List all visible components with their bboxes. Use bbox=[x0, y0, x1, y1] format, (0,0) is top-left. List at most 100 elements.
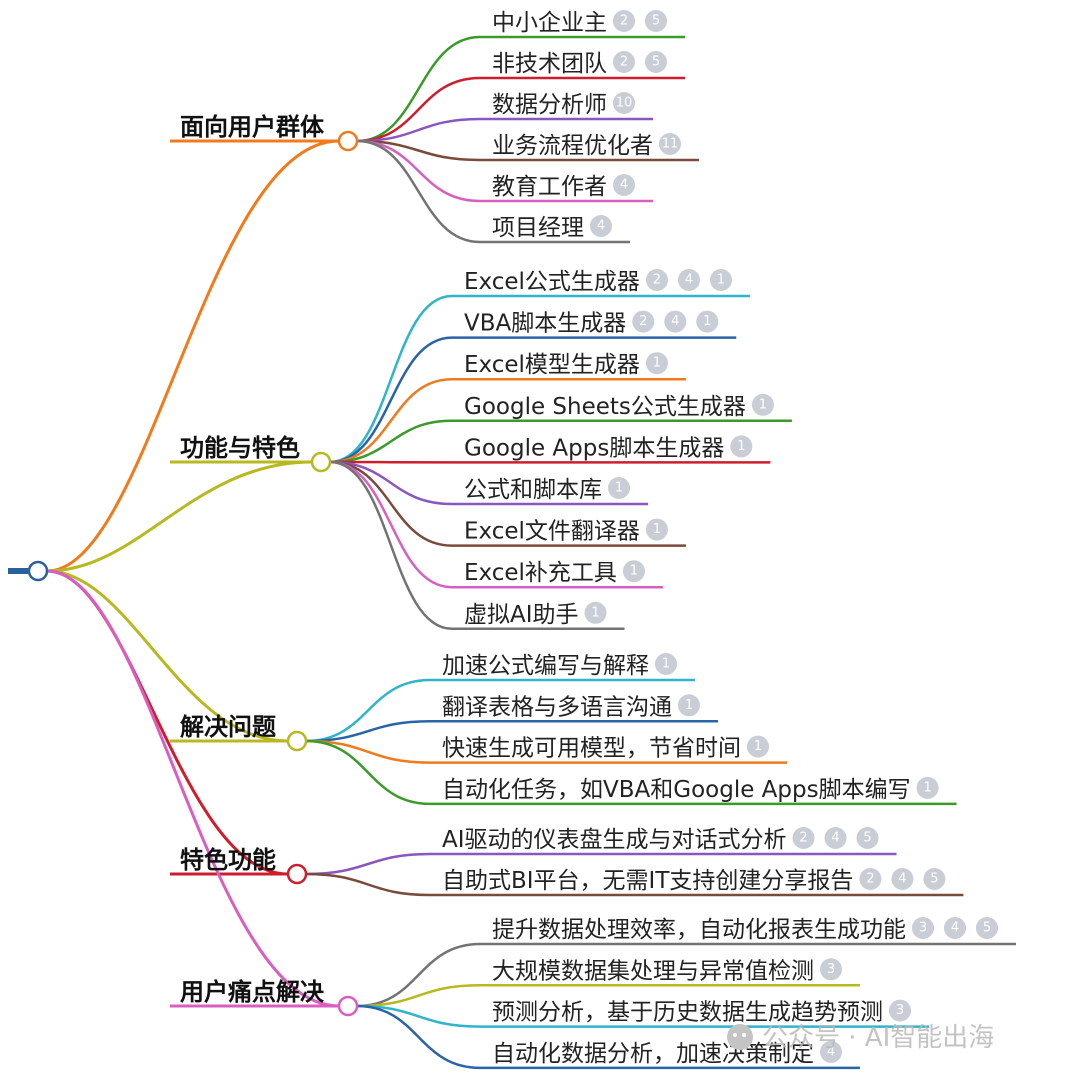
reference-badge[interactable] bbox=[584, 601, 607, 624]
reference-badge[interactable] bbox=[859, 868, 882, 890]
leaf-label[interactable]: 教育工作者 bbox=[492, 174, 607, 200]
leaf-connector bbox=[356, 942, 1016, 1008]
leaf-connector bbox=[356, 76, 685, 143]
reference-number: 1 bbox=[737, 439, 745, 454]
leaf-label[interactable]: 公式和脚本库 bbox=[464, 477, 602, 503]
branch-node-5[interactable] bbox=[337, 995, 359, 1017]
reference-badge[interactable] bbox=[696, 310, 719, 333]
leaf-connector bbox=[305, 852, 897, 876]
leaf-label[interactable]: 自助式BI平台，无需IT支持创建分享报告 bbox=[442, 868, 853, 894]
reference-badge[interactable] bbox=[751, 393, 774, 416]
reference-number: 2 bbox=[799, 831, 807, 846]
branch-label[interactable]: 特色功能 bbox=[180, 846, 276, 874]
reference-badge[interactable] bbox=[820, 958, 842, 981]
branch-node-3[interactable] bbox=[286, 730, 308, 752]
leaf-connector bbox=[329, 294, 750, 464]
branch-label[interactable]: 功能与特色 bbox=[180, 434, 300, 462]
reference-number: 4 bbox=[898, 872, 906, 887]
reference-badge[interactable] bbox=[613, 10, 635, 32]
leaf-label[interactable]: 虚拟AI助手 bbox=[464, 602, 579, 628]
reference-badge[interactable] bbox=[820, 1040, 842, 1063]
reference-badge[interactable] bbox=[613, 92, 635, 114]
leaf-label[interactable]: 中小企业主 bbox=[492, 10, 607, 36]
branch-node-2[interactable] bbox=[310, 451, 332, 473]
leaf-label[interactable]: 非技术团队 bbox=[492, 51, 607, 77]
reference-number: 1 bbox=[615, 481, 623, 496]
reference-number: 1 bbox=[685, 698, 693, 713]
reference-number: 4 bbox=[620, 178, 628, 193]
reference-badge[interactable] bbox=[613, 174, 635, 196]
branch-node-1[interactable] bbox=[337, 130, 359, 152]
reference-badge[interactable] bbox=[622, 560, 645, 583]
reference-badge[interactable] bbox=[916, 776, 939, 799]
leaf-label[interactable]: 加速公式编写与解释 bbox=[442, 653, 649, 679]
leaf-label[interactable]: Google Sheets公式生成器 bbox=[464, 394, 746, 420]
reference-badge[interactable] bbox=[856, 827, 879, 849]
reference-badge[interactable] bbox=[709, 269, 732, 291]
reference-badge[interactable] bbox=[655, 653, 677, 675]
reference-badge[interactable] bbox=[590, 215, 612, 237]
reference-badge[interactable] bbox=[976, 917, 998, 939]
reference-badge[interactable] bbox=[747, 735, 769, 758]
leaf-label[interactable]: 大规模数据集处理与异常值检测 bbox=[492, 958, 814, 984]
leaf-label[interactable]: AI驱动的仪表盘生成与对话式分析 bbox=[442, 827, 787, 853]
leaf-label[interactable]: 快速生成可用模型，节省时间 bbox=[442, 736, 741, 762]
trunk-line-2 bbox=[46, 460, 313, 573]
leaf-label[interactable]: 业务流程优化者 bbox=[492, 133, 653, 159]
leaf-connector bbox=[329, 460, 663, 589]
reference-badge[interactable] bbox=[645, 51, 667, 73]
reference-badge[interactable] bbox=[608, 477, 630, 499]
reference-badge[interactable] bbox=[912, 917, 934, 939]
leaf-connector bbox=[356, 1004, 860, 1070]
leaf-label[interactable]: Excel补充工具 bbox=[464, 560, 617, 586]
reference-badge[interactable] bbox=[824, 827, 847, 849]
branch-node-4[interactable] bbox=[286, 863, 308, 885]
reference-badge[interactable] bbox=[678, 694, 700, 717]
reference-badge[interactable] bbox=[730, 435, 753, 458]
branch-label[interactable]: 面向用户群体 bbox=[180, 113, 325, 141]
reference-badge[interactable] bbox=[664, 310, 687, 333]
leaf-connector bbox=[329, 460, 686, 547]
reference-badge[interactable] bbox=[944, 917, 966, 939]
leaf-label[interactable]: 预测分析，基于历史数据生成趋势预测 bbox=[492, 1000, 883, 1026]
reference-number: 2 bbox=[620, 55, 628, 70]
reference-badge[interactable] bbox=[792, 827, 815, 849]
leaf-label[interactable]: 项目经理 bbox=[492, 215, 584, 241]
leaf-label[interactable]: Excel文件翻译器 bbox=[464, 519, 640, 545]
leaf-label[interactable]: 数据分析师 bbox=[492, 92, 607, 118]
branch-label[interactable]: 解决问题 bbox=[180, 713, 276, 741]
leaf-label[interactable]: 自动化任务，如VBA和Google Apps脚本编写 bbox=[442, 777, 911, 803]
reference-badge[interactable] bbox=[677, 269, 700, 291]
reference-number: 1 bbox=[630, 564, 638, 579]
reference-badge[interactable] bbox=[889, 999, 911, 1022]
reference-number: 1 bbox=[591, 605, 599, 620]
reference-badge[interactable] bbox=[613, 51, 635, 73]
leaf-label[interactable]: VBA脚本生成器 bbox=[464, 311, 626, 337]
reference-number: 1 bbox=[703, 314, 711, 329]
leaf-connector bbox=[329, 377, 686, 464]
reference-number: 4 bbox=[597, 219, 605, 234]
reference-badge[interactable] bbox=[923, 868, 946, 890]
reference-badge[interactable] bbox=[632, 310, 655, 333]
reference-number: 1 bbox=[717, 273, 725, 288]
reference-badge[interactable] bbox=[645, 518, 668, 541]
leaf-label[interactable]: 自动化数据分析，加速决策制定 bbox=[492, 1041, 814, 1067]
leaf-connector bbox=[356, 35, 685, 143]
leaf-connector bbox=[305, 720, 718, 743]
leaf-connector bbox=[305, 739, 787, 764]
watermark: 公众号 · AI智能出海 bbox=[727, 1023, 994, 1053]
leaf-label[interactable]: Excel公式生成器 bbox=[464, 269, 640, 295]
reference-number: 1 bbox=[759, 397, 767, 412]
leaf-label[interactable]: Excel模型生成器 bbox=[464, 352, 640, 378]
reference-badge[interactable] bbox=[659, 133, 681, 155]
reference-badge[interactable] bbox=[891, 868, 914, 890]
leaf-label[interactable]: Google Apps脚本生成器 bbox=[464, 435, 724, 461]
root-stub bbox=[8, 568, 32, 574]
reference-badge[interactable] bbox=[645, 269, 668, 291]
root-node[interactable] bbox=[27, 560, 49, 582]
reference-badge[interactable] bbox=[645, 352, 668, 375]
leaf-label[interactable]: 翻译表格与多语言沟通 bbox=[442, 694, 672, 720]
reference-badge[interactable] bbox=[645, 10, 667, 32]
leaf-label[interactable]: 提升数据处理效率，自动化报表生成功能 bbox=[492, 917, 906, 943]
branch-label[interactable]: 用户痛点解决 bbox=[180, 978, 325, 1006]
